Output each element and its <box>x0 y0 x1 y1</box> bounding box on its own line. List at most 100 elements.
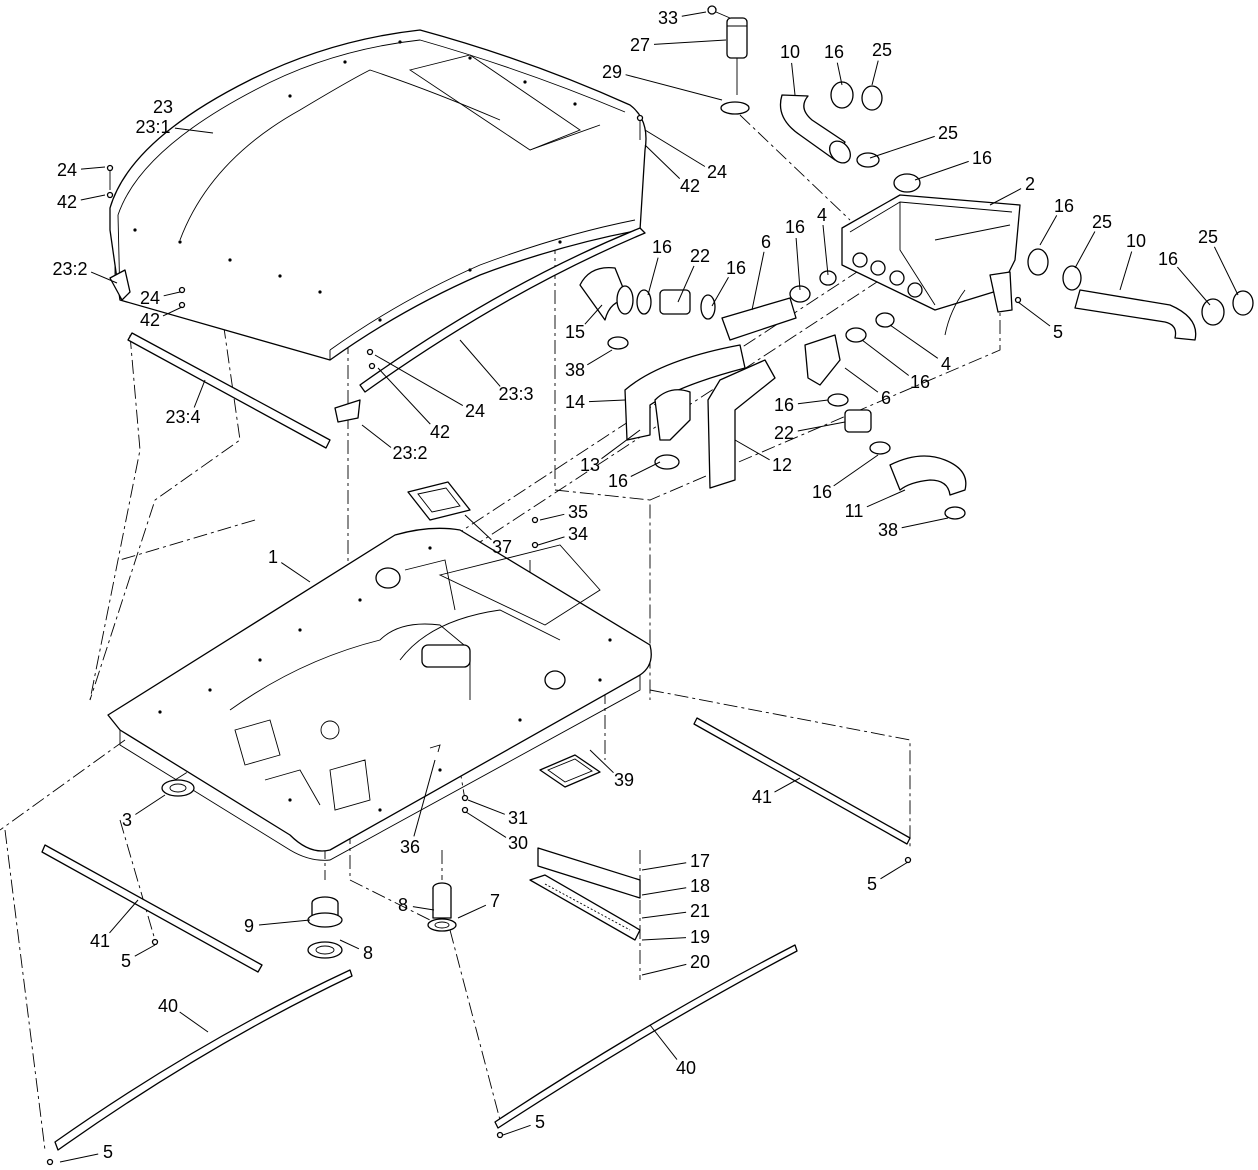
leader-line <box>163 291 181 297</box>
leader-line <box>539 513 565 521</box>
callout-24: 24 <box>465 401 485 421</box>
callout-25: 25 <box>872 40 892 60</box>
floor-pan <box>107 527 652 861</box>
leader-line <box>681 11 707 17</box>
callout-8: 8 <box>363 943 373 963</box>
leader-line <box>644 144 681 179</box>
callout-36: 36 <box>400 837 420 857</box>
leader-line <box>734 439 770 461</box>
leader-line <box>464 514 492 541</box>
callout-24: 24 <box>707 162 727 182</box>
callout-35: 35 <box>568 502 588 522</box>
callout-17: 17 <box>690 851 710 871</box>
callout-23-2: 23:2 <box>52 259 87 279</box>
callout-30: 30 <box>508 833 528 853</box>
callout-34: 34 <box>568 524 588 544</box>
callout-16: 16 <box>972 148 992 168</box>
leader-line <box>625 74 723 101</box>
leader-line <box>135 794 166 815</box>
leader-line <box>641 911 687 919</box>
callout-9: 9 <box>244 916 254 936</box>
leader-line <box>1213 246 1239 296</box>
leader-line <box>653 39 727 45</box>
leader-line <box>649 1024 678 1060</box>
leader-line <box>361 424 392 448</box>
leader-line <box>465 811 507 838</box>
leader-line <box>901 517 949 529</box>
leader-line <box>587 349 613 366</box>
gasket <box>539 754 601 788</box>
roof-strips <box>109 227 646 449</box>
callout-16: 16 <box>785 217 805 237</box>
callout-42: 42 <box>680 176 700 196</box>
callout-23-4: 23:4 <box>165 407 200 427</box>
callout-5: 5 <box>535 1112 545 1132</box>
leader-line <box>989 188 1022 206</box>
leader-line <box>711 277 729 307</box>
callout-33: 33 <box>658 8 678 28</box>
leader-line <box>502 1124 531 1136</box>
leader-line <box>258 919 311 926</box>
leader-line <box>59 1153 99 1163</box>
leader-line <box>412 906 435 911</box>
callout-29: 29 <box>602 62 622 82</box>
fasteners <box>46 114 1022 1166</box>
leader-line <box>791 62 796 96</box>
callout-40: 40 <box>676 1058 696 1078</box>
callout-5: 5 <box>867 874 877 894</box>
leader-line <box>869 135 935 159</box>
leader-lines <box>59 11 1239 1163</box>
callout-37: 37 <box>492 537 512 557</box>
callout-16: 16 <box>812 482 832 502</box>
leader-line <box>797 421 846 432</box>
leader-line <box>1017 301 1051 327</box>
leader-line <box>537 536 565 546</box>
callout-27: 27 <box>630 35 650 55</box>
leader-line <box>889 324 939 359</box>
callout-38: 38 <box>878 520 898 540</box>
callout-23-1: 23:1 <box>135 117 170 137</box>
callout-40: 40 <box>158 996 178 1016</box>
leader-line <box>677 265 695 303</box>
leader-line <box>457 904 487 919</box>
callout-22: 22 <box>690 246 710 266</box>
callout-23: 23 <box>153 97 173 117</box>
leader-line <box>134 944 156 957</box>
callout-10: 10 <box>780 42 800 62</box>
leader-line <box>833 454 879 487</box>
callout-4: 4 <box>817 205 827 225</box>
leader-line <box>589 749 614 774</box>
leader-line <box>459 339 501 387</box>
leader-line <box>281 562 311 583</box>
callout-6: 6 <box>881 388 891 408</box>
leader-line <box>795 237 801 291</box>
callout-2: 2 <box>1025 174 1035 194</box>
leader-line <box>914 160 969 181</box>
callout-25: 25 <box>1198 227 1218 247</box>
callout-22: 22 <box>774 423 794 443</box>
drier-assembly <box>707 5 750 115</box>
leader-line <box>1119 251 1133 291</box>
floor-ducts <box>307 882 457 959</box>
callout-3: 3 <box>122 810 132 830</box>
callout-24: 24 <box>57 160 77 180</box>
callout-19: 19 <box>690 927 710 947</box>
callout-15: 15 <box>565 322 585 342</box>
leader-line <box>866 489 906 508</box>
leader-line <box>339 939 360 950</box>
leader-line <box>80 166 106 170</box>
callout-5: 5 <box>1053 322 1063 342</box>
callout-39: 39 <box>614 770 634 790</box>
leader-line <box>162 306 183 317</box>
callout-42: 42 <box>57 192 77 212</box>
leader-line <box>880 861 909 880</box>
callout-8: 8 <box>398 895 408 915</box>
callout-25: 25 <box>938 123 958 143</box>
grommet <box>161 779 195 797</box>
callout-38: 38 <box>565 360 585 380</box>
callout-16: 16 <box>1054 196 1074 216</box>
callout-21: 21 <box>690 901 710 921</box>
